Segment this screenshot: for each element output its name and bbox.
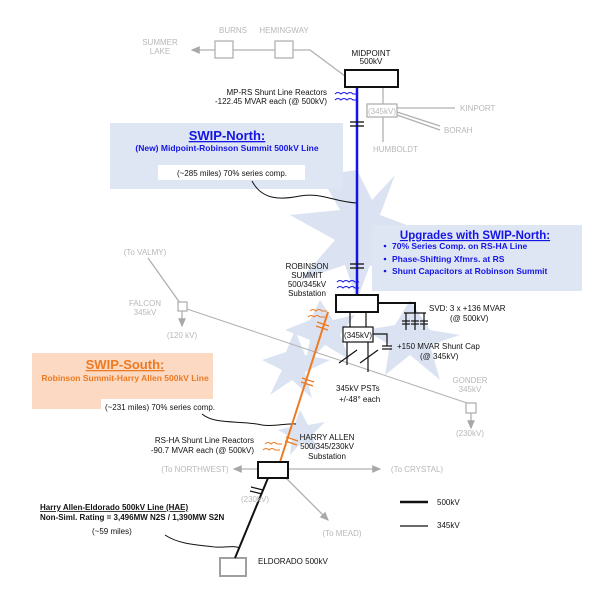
gonder-230-label: (230kV) <box>456 429 484 438</box>
hae-rating: Non-Siml. Rating = 3,496MW N2S / 1,390MW… <box>40 513 224 522</box>
midpoint-345-label: (345kV) <box>368 107 396 116</box>
hae-line <box>234 477 269 559</box>
upgrade-item: Phase-Shifting Xfmrs. at RS <box>392 254 505 264</box>
falcon-label: 345kV <box>134 308 157 317</box>
robinson-summit-label: Substation <box>288 289 326 298</box>
swip-north-subtitle: (New) Midpoint-Robinson Summit 500kV Lin… <box>135 143 319 153</box>
robinson-summit-label: SUMMIT <box>291 271 323 280</box>
harry-allen-label: 500/345/230kV <box>300 442 354 451</box>
harry-allen-label: HARRY ALLEN <box>300 433 355 442</box>
lines: 500kV 345kV <box>164 69 460 559</box>
humboldt-label: HUMBOLDT <box>373 145 418 154</box>
node-labels: SUMMER LAKE BURNS HEMINGWAY MIDPOINT 500… <box>124 26 496 566</box>
pst-note: +/-48° each <box>339 395 380 404</box>
upgrades-panel: Upgrades with SWIP-North: 70% Series Com… <box>372 225 582 291</box>
gonder-label: GONDER <box>452 376 487 385</box>
kinport-label: KINPORT <box>460 104 496 113</box>
eldorado-label: ELDORADO 500kV <box>258 557 328 566</box>
swip-north-panel: SWIP-North: (New) Midpoint-Robinson Summ… <box>110 123 358 204</box>
midpoint-kv: 500kV <box>360 57 383 66</box>
burns-label: BURNS <box>219 26 247 35</box>
legend: 500kV 345kV <box>400 498 460 530</box>
rs-345-label: (345kV) <box>344 331 372 340</box>
upgrade-item: 70% Series Comp. on RS-HA Line <box>392 241 528 251</box>
swip-north-note: (~285 miles) 70% series comp. <box>177 169 287 178</box>
shunt-cap-note: (@ 345kV) <box>420 352 459 361</box>
summer-lake-label: LAKE <box>150 47 170 56</box>
legend-label: 500kV <box>437 498 460 507</box>
mp-rs-reactors-note: MP-RS Shunt Line Reactors <box>227 88 328 97</box>
ha-230-label: (230kV) <box>241 495 269 504</box>
swip-south-subtitle: Robinson Summit-Harry Allen 500kV Line <box>41 373 209 383</box>
rs-ha-reactors-note: RS-HA Shunt Line Reactors <box>155 436 254 445</box>
rs-ha-reactors-note: -90.7 MVAR each (@ 500kV) <box>151 446 254 455</box>
svd-note: (@ 500kV) <box>450 314 489 323</box>
to-crystal-label: (To CRYSTAL) <box>391 465 443 474</box>
harry-allen-label: Substation <box>308 452 346 461</box>
swip-south-note: (~231 miles) 70% series comp. <box>105 403 215 412</box>
mp-rs-reactors-note: -122.45 MVAR each (@ 500kV) <box>215 97 327 106</box>
hemingway-label: HEMINGWAY <box>259 26 309 35</box>
upgrade-item: Shunt Capacitors at Robinson Summit <box>392 266 548 276</box>
midpoint-label: MIDPOINT <box>351 49 390 58</box>
shunt-cap-note: +150 MVAR Shunt Cap <box>397 342 480 351</box>
robinson-summit-label: ROBINSON <box>286 262 329 271</box>
swip-south-panel: SWIP-South: Robinson Summit-Harry Allen … <box>32 353 297 427</box>
swip-south-title: SWIP-South: <box>86 357 165 372</box>
falcon-120-label: (120 kV) <box>167 331 198 340</box>
borah-label: BORAH <box>444 126 473 135</box>
hae-note: (~59 miles) <box>92 527 132 536</box>
hae-title: Harry Allen-Eldorado 500kV Line (HAE) <box>40 503 189 512</box>
gonder-label: 345kV <box>459 385 482 394</box>
upgrades-title: Upgrades with SWIP-North: <box>400 230 550 242</box>
legend-label: 345kV <box>437 521 460 530</box>
robinson-summit-label: 500/345kV <box>288 280 327 289</box>
to-mead-label: (To MEAD) <box>322 529 361 538</box>
pst-note: 345kV PSTs <box>336 384 380 393</box>
falcon-label: FALCON <box>129 299 161 308</box>
summer-lake-label: SUMMER <box>142 38 178 47</box>
annotations: MP-RS Shunt Line Reactors -122.45 MVAR e… <box>40 88 506 536</box>
to-valmy-label: (To VALMY) <box>124 248 167 257</box>
to-northwest-label: (To NORTHWEST) <box>161 465 229 474</box>
external-network <box>147 40 477 577</box>
swip-north-title: SWIP-North: <box>189 128 266 143</box>
svd-note: SVD: 3 x +136 MVAR <box>429 304 506 313</box>
